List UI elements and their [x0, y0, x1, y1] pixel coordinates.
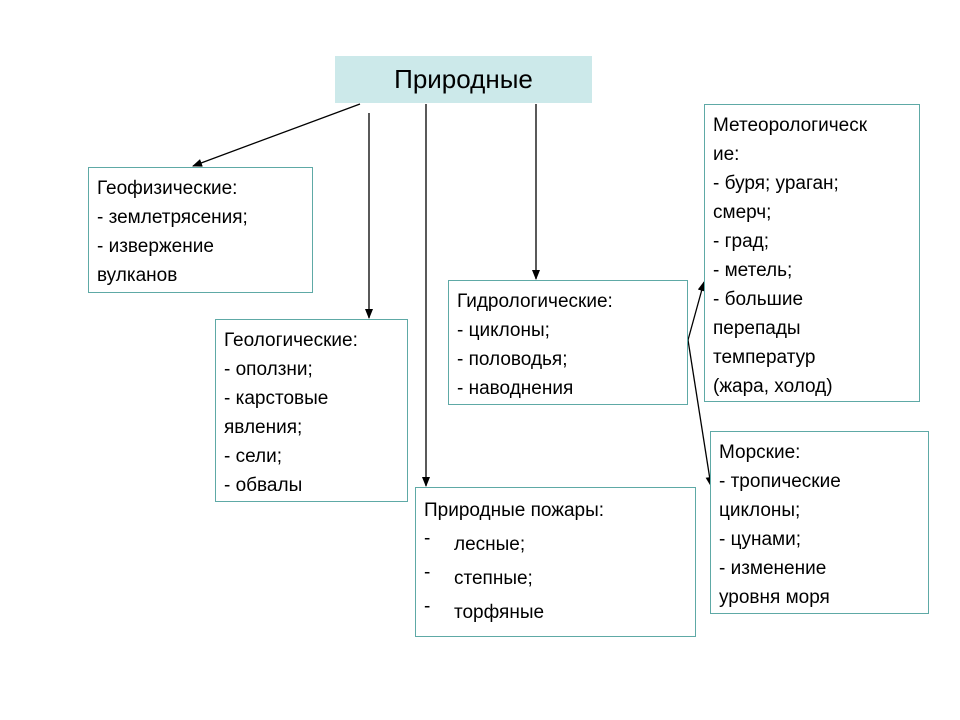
node-line: - большие: [713, 289, 804, 310]
list-item: - степные;: [424, 562, 687, 596]
node-line: - цунами;: [719, 529, 802, 550]
node-line: ие:: [713, 144, 740, 165]
node-line: циклоны;: [719, 500, 801, 521]
node-line: - половодья;: [457, 349, 568, 370]
node-meteorological: Метеорологическ ие: - буря; ураган; смер…: [704, 104, 920, 402]
node-line: Геофизические:: [97, 178, 238, 199]
node-line: - оползни;: [224, 359, 313, 380]
node-line: уровня моря: [719, 587, 830, 608]
node-line: - циклоны;: [457, 320, 550, 341]
node-geophysical: Геофизические: - землетрясения; - изверж…: [88, 167, 313, 293]
node-line: перепады: [713, 318, 801, 339]
list-item-text: степные;: [454, 568, 533, 589]
arrow-to-meteorological: [687, 281, 706, 341]
node-line: Метеорологическ: [713, 115, 868, 136]
node-line: - буря; ураган;: [713, 173, 839, 194]
node-line: - обвалы: [224, 475, 303, 496]
node-marine: Морские: - тропические циклоны; - цунами…: [710, 431, 929, 614]
node-line: - тропические: [719, 471, 841, 492]
arrow-to-geophysical: [192, 103, 361, 167]
node-title: Природные пожары:: [424, 500, 605, 521]
node-line: - наводнения: [457, 378, 574, 399]
node-line: Геологические:: [224, 330, 358, 351]
bullet-dash: -: [424, 562, 431, 583]
node-line: явления;: [224, 417, 303, 438]
bullet-dash: -: [424, 528, 431, 549]
bullet-dash: -: [424, 596, 431, 617]
node-line: - град;: [713, 231, 770, 252]
node-geological: Геологические: - оползни; - карстовые яв…: [215, 319, 408, 502]
root-node-natural: Природные: [335, 56, 592, 103]
arrow-to-marine: [687, 339, 714, 487]
node-line: Гидрологические:: [457, 291, 613, 312]
list-item: - торфяные: [424, 596, 687, 630]
node-line: температур: [713, 347, 816, 368]
list-item: - лесные;: [424, 528, 687, 562]
node-line: - сели;: [224, 446, 283, 467]
node-line: - карстовые: [224, 388, 329, 409]
node-line: вулканов: [97, 265, 178, 286]
node-line: (жара, холод): [713, 376, 833, 397]
node-wildfires: Природные пожары: - лесные; - степные; -…: [415, 487, 696, 637]
list-item-text: торфяные: [454, 602, 545, 623]
node-hydrological: Гидрологические: - циклоны; - половодья;…: [448, 280, 688, 405]
node-line: - извержение: [97, 236, 214, 257]
node-line: - землетрясения;: [97, 207, 248, 228]
list-item-text: лесные;: [454, 534, 526, 555]
node-line: смерч;: [713, 202, 772, 223]
node-line: - изменение: [719, 558, 827, 579]
node-line: Морские:: [719, 442, 801, 463]
root-node-title: Природные: [394, 64, 533, 94]
node-line: - метель;: [713, 260, 793, 281]
